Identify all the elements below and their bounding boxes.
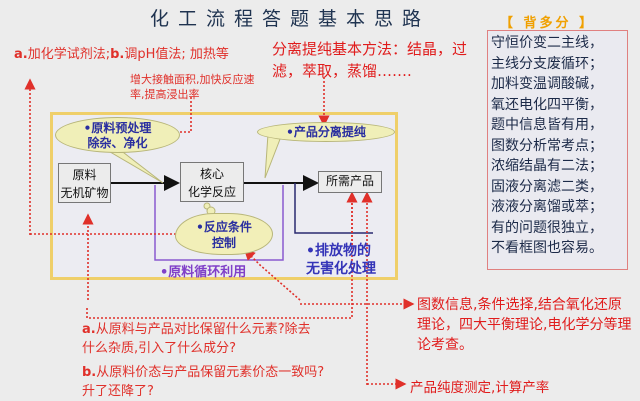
- separation-methods-text: 分离提纯基本方法：结晶，过滤，萃取，蒸馏…….: [272, 40, 468, 80]
- mnemonic-line: 加料变温调酸碱，: [491, 76, 603, 92]
- raw-material-sublabel: 无机矿物: [60, 186, 109, 200]
- question-b: b.从原料价态与产品保留元素价态一致吗? 升了还降了?: [82, 363, 324, 401]
- emission-line2: 无害化处理: [306, 261, 376, 277]
- method-b-prefix: b.: [110, 47, 125, 62]
- purity-text: 产品纯度测定,计算产率: [410, 380, 550, 396]
- question-a: a.从原料与产品对比保留什么元素?除去 什么杂质,引入了什么成分?: [82, 320, 311, 358]
- method-rest-text: 加热等: [185, 47, 229, 62]
- pretreatment-bubble: •原料预处理 除杂、净化: [55, 117, 180, 153]
- separation-bubble: •产品分离提纯: [257, 122, 395, 142]
- core-label: 核心: [199, 167, 224, 181]
- core-reaction-box: 核心 化学反应: [180, 162, 244, 202]
- mnemonic-box: 守恒价变二主线， 主线分支废循环； 加料变温调酸碱， 氧还电化四平衡， 题中信息…: [487, 30, 628, 270]
- question-b-line1: 从原料价态与产品保留元素价态一致吗?: [96, 365, 325, 380]
- condition-sublabel: 控制: [211, 236, 236, 250]
- mnemonic-line: 有的问题很独立，: [491, 219, 603, 236]
- mnemonic-line: 浓缩结晶有二法；: [491, 158, 603, 174]
- mnemonic-line: 主线分支废循环；: [491, 55, 603, 72]
- mnemonic-line: 固液分离滤二类，: [491, 178, 603, 195]
- pretreatment-sublabel: 除杂、净化: [87, 136, 148, 150]
- emission-line1: •排放物的: [306, 243, 371, 259]
- question-a-line2: 什么杂质,引入了什么成分?: [82, 341, 237, 356]
- graph-info-text: 图数信息,条件选择,结合氧化还原理论，四大平衡理论,电化学分等理论考查。: [417, 297, 632, 353]
- emission-label: •排放物的 无害化处理: [306, 242, 376, 278]
- raw-material-label: 原料: [72, 168, 97, 182]
- question-b-prefix: b.: [82, 365, 97, 380]
- condition-label: •反应条件: [196, 220, 252, 234]
- mnemonic-line: 氧还电化四平衡，: [491, 96, 603, 113]
- mnemonic-line: 守恒价变二主线，: [491, 35, 603, 51]
- method-b-text: 调pH值法;: [124, 47, 186, 62]
- question-b-line2: 升了还降了?: [82, 384, 154, 399]
- recycle-label: •原料循环利用: [160, 265, 247, 280]
- increase-contact-text: 增大接触面积,加快反应速率,提高浸出率: [130, 73, 255, 101]
- raw-material-box: 原料 无机矿物: [58, 163, 111, 203]
- question-a-line1: 从原料与产品对比保留什么元素?除去: [95, 322, 311, 337]
- condition-cloud: •反应条件 控制: [175, 213, 273, 255]
- pretreatment-label: •原料预处理: [83, 121, 152, 135]
- method-a-prefix: a.: [14, 47, 28, 62]
- page-title: 化工流程答题基本思路: [150, 8, 431, 30]
- method-a-text: 加化学试剂法;: [27, 47, 111, 62]
- core-sublabel: 化学反应: [187, 185, 236, 199]
- mnemonic-line: 液液分离馏或萃；: [491, 199, 603, 215]
- product-box: 所需产品: [318, 171, 382, 193]
- mnemonic-line: 不看框图也容易。: [491, 240, 603, 256]
- pretreatment-methods-text: a.加化学试剂法;b.调pH值法; 加热等: [14, 43, 229, 62]
- question-a-prefix: a.: [82, 322, 96, 337]
- mnemonic-line: 图数分析常考点；: [491, 137, 603, 154]
- mnemonic-heading: 【 背多分 】: [500, 16, 596, 31]
- mnemonic-line: 题中信息皆有用，: [491, 117, 603, 133]
